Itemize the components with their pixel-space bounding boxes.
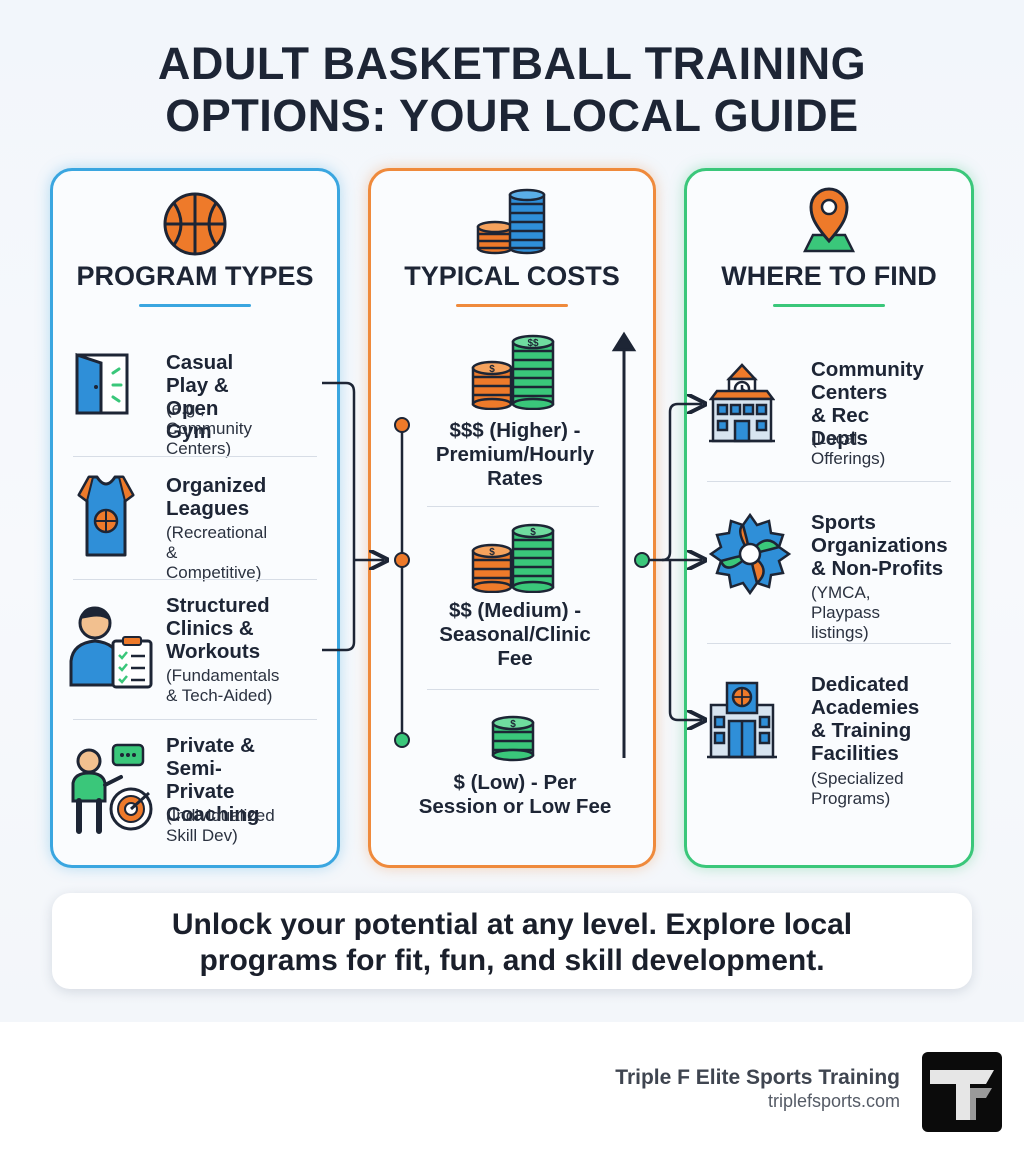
network-gear-icon [708, 512, 792, 596]
where-to-find-underline [773, 304, 885, 307]
brand-name: Triple F Elite Sports Training [615, 1066, 900, 1089]
coin-stack-low-icon: $ [491, 715, 535, 762]
infographic: ADULT BASKETBALL TRAINING OPTIONS: YOUR … [0, 0, 1024, 1022]
program-types-card: PROGRAM TYPES Casual Play & Open Gym (e.… [50, 168, 340, 868]
divider [73, 456, 317, 457]
divider [427, 689, 599, 690]
find-item-title: Sports Organizations & Non-Profits [811, 511, 948, 580]
typical-costs-underline [456, 304, 568, 307]
cta-line-1: Unlock your potential at any level. Expl… [171, 908, 853, 941]
find-arrow-bottom [668, 560, 702, 720]
where-to-find-card: WHERE TO FIND Community Centers [684, 168, 974, 868]
divider [707, 643, 951, 644]
find-dot [634, 552, 650, 568]
community-building-icon [709, 363, 775, 443]
svg-text:$$: $$ [527, 338, 539, 349]
program-item-title: Structured Clinics & Workouts [166, 594, 270, 663]
find-arrow-top [661, 404, 702, 562]
tf-logo-icon [922, 1052, 1002, 1132]
brand-footer [0, 1022, 1024, 1154]
cost-dot-high [394, 417, 410, 433]
coin-stacks-high-icon: $ $$ [471, 334, 555, 410]
coach-target-icon [71, 743, 153, 834]
coach-clipboard-icon [69, 606, 153, 689]
divider [707, 481, 951, 482]
open-door-icon [75, 352, 129, 415]
find-item-title: Dedicated Academies & Training Facilitie… [811, 673, 920, 765]
cost-dot-medium [394, 552, 410, 568]
program-item-title: Organized Leagues [166, 474, 267, 520]
program-types-heading: PROGRAM TYPES [76, 261, 314, 291]
find-item-subtitle: (YMCA, Playpass listings) [811, 583, 880, 642]
title-line-2: OPTIONS: YOUR LOCAL GUIDE [165, 90, 859, 141]
svg-text:$: $ [510, 719, 516, 730]
program-item-title: Private & Semi-Private Coaching [166, 734, 260, 826]
cost-dot-low [394, 732, 410, 748]
typical-costs-card: TYPICAL COSTS $ $$ $$$ (Higher) - Premiu… [368, 168, 656, 868]
title-line-1: ADULT BASKETBALL TRAINING [157, 38, 867, 89]
divider [73, 579, 317, 580]
cost-low-label: $ (Low) - Per Session or Low Fee [418, 771, 612, 818]
program-types-underline [139, 304, 251, 307]
coin-stacks-icon [476, 188, 546, 255]
svg-text:$: $ [489, 364, 495, 375]
coin-stacks-medium-icon: $ $ [471, 523, 555, 593]
typical-costs-heading: TYPICAL COSTS [404, 261, 620, 291]
find-item-subtitle: (Specialized Programs) [811, 769, 904, 808]
program-bracket [322, 381, 356, 652]
svg-text:$: $ [489, 547, 495, 558]
divider [73, 719, 317, 720]
cost-medium-label: $$ (Medium) - Seasonal/Clinic Fee [439, 599, 591, 670]
flow-connectors [322, 331, 1024, 758]
cost-high-label: $$$ (Higher) - Premium/Hourly Rates [435, 419, 595, 490]
program-item-subtitle: (Individualized Skill Dev) [166, 806, 275, 845]
divider [427, 506, 599, 507]
page-title: ADULT BASKETBALL TRAINING OPTIONS: YOUR … [0, 38, 1024, 142]
cta-line-2: programs for fit, fun, and skill develop… [199, 944, 825, 977]
program-item-subtitle: (Fundamentals & Tech-Aided) [166, 666, 280, 705]
find-item-subtitle: (Local Offerings) [811, 429, 886, 468]
academy-building-icon [707, 681, 777, 759]
basketball-icon [163, 192, 227, 256]
program-item-title: Casual Play & Open Gym [166, 351, 234, 443]
brand-url[interactable]: triplefsports.com [767, 1091, 900, 1111]
arrow-up-head [611, 331, 637, 352]
jersey-icon [77, 475, 135, 557]
where-to-find-heading: WHERE TO FIND [721, 261, 937, 291]
find-item-title: Community Centers & Rec Depts [811, 358, 924, 450]
program-item-subtitle: (Recreational & Competitive) [166, 523, 268, 582]
program-item-subtitle: (e.g., Community Centers) [166, 399, 252, 458]
svg-text:$: $ [530, 527, 536, 538]
map-pin-icon [802, 187, 856, 253]
call-to-action-card: Unlock your potential at any level. Expl… [52, 893, 972, 989]
